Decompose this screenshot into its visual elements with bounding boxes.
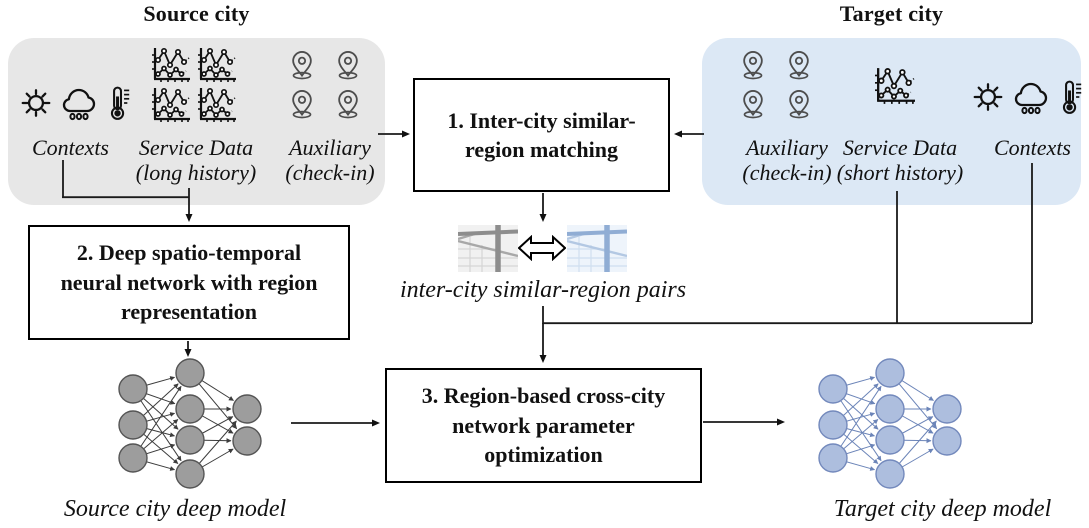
line-chart-icon: [149, 46, 193, 84]
target-contexts-label: Contexts: [994, 135, 1071, 160]
source-auxiliary-label: Auxiliary (check-in): [285, 135, 375, 186]
target-model-caption: Target city deep model: [833, 496, 1052, 522]
sun-icon: [18, 85, 54, 121]
map-pin-icon: [331, 87, 365, 121]
rain-cloud-icon: [1011, 78, 1051, 116]
thermometer-icon: [104, 84, 132, 122]
line-chart-icon: [195, 86, 239, 124]
target-auxiliary-label: Auxiliary (check-in): [742, 135, 832, 186]
map-pin-icon: [736, 48, 770, 82]
thermometer-icon: [1056, 78, 1084, 116]
target-service-data-label: Service Data (short history): [836, 135, 964, 186]
source-city-title: Source city: [143, 1, 250, 26]
step3-box: 3. Region-based cross-city network param…: [385, 368, 702, 483]
map-pin-icon: [285, 87, 319, 121]
step3-label: 3. Region-based cross-city network param…: [421, 383, 666, 468]
step2-label: 2. Deep spatio-temporal neural network w…: [60, 240, 318, 325]
target-auxiliary-icons: [736, 48, 818, 124]
map-pin-icon: [331, 48, 365, 82]
target-neural-network: [818, 358, 962, 489]
rain-cloud-icon: [59, 84, 99, 122]
step2-box: 2. Deep spatio-temporal neural network w…: [28, 225, 350, 340]
double-arrow-icon: [518, 235, 566, 261]
blue-map-thumbnail: [567, 225, 627, 272]
map-pin-icon: [285, 48, 319, 82]
map-pin-icon: [782, 87, 816, 121]
region-pairs-caption: inter-city similar-region pairs: [399, 277, 687, 303]
gray-map-thumbnail: [458, 225, 518, 272]
source-contexts-icons: [18, 84, 132, 122]
map-pin-icon: [782, 48, 816, 82]
step1-box: 1. Inter-city similar-region matching: [413, 78, 670, 192]
target-contexts-icons: [970, 78, 1084, 116]
map-pin-icon: [736, 87, 770, 121]
source-auxiliary-icons: [285, 48, 367, 124]
target-city-panel: Auxiliary (check-in) Service Data (short…: [702, 38, 1081, 205]
source-service-data-label: Service Data (long history): [135, 135, 257, 186]
step1-label: 1. Inter-city similar-region matching: [447, 107, 636, 162]
source-contexts-label: Contexts: [32, 135, 109, 160]
source-neural-network: [118, 358, 262, 489]
source-service-data-icons: [149, 46, 239, 126]
source-city-panel: Contexts Service Data (long history) Aux…: [8, 38, 385, 205]
line-chart-icon: [872, 66, 918, 106]
line-chart-icon: [149, 86, 193, 124]
line-chart-icon: [195, 46, 239, 84]
target-city-title: Target city: [839, 1, 944, 26]
source-model-caption: Source city deep model: [63, 496, 287, 522]
sun-icon: [970, 79, 1006, 115]
